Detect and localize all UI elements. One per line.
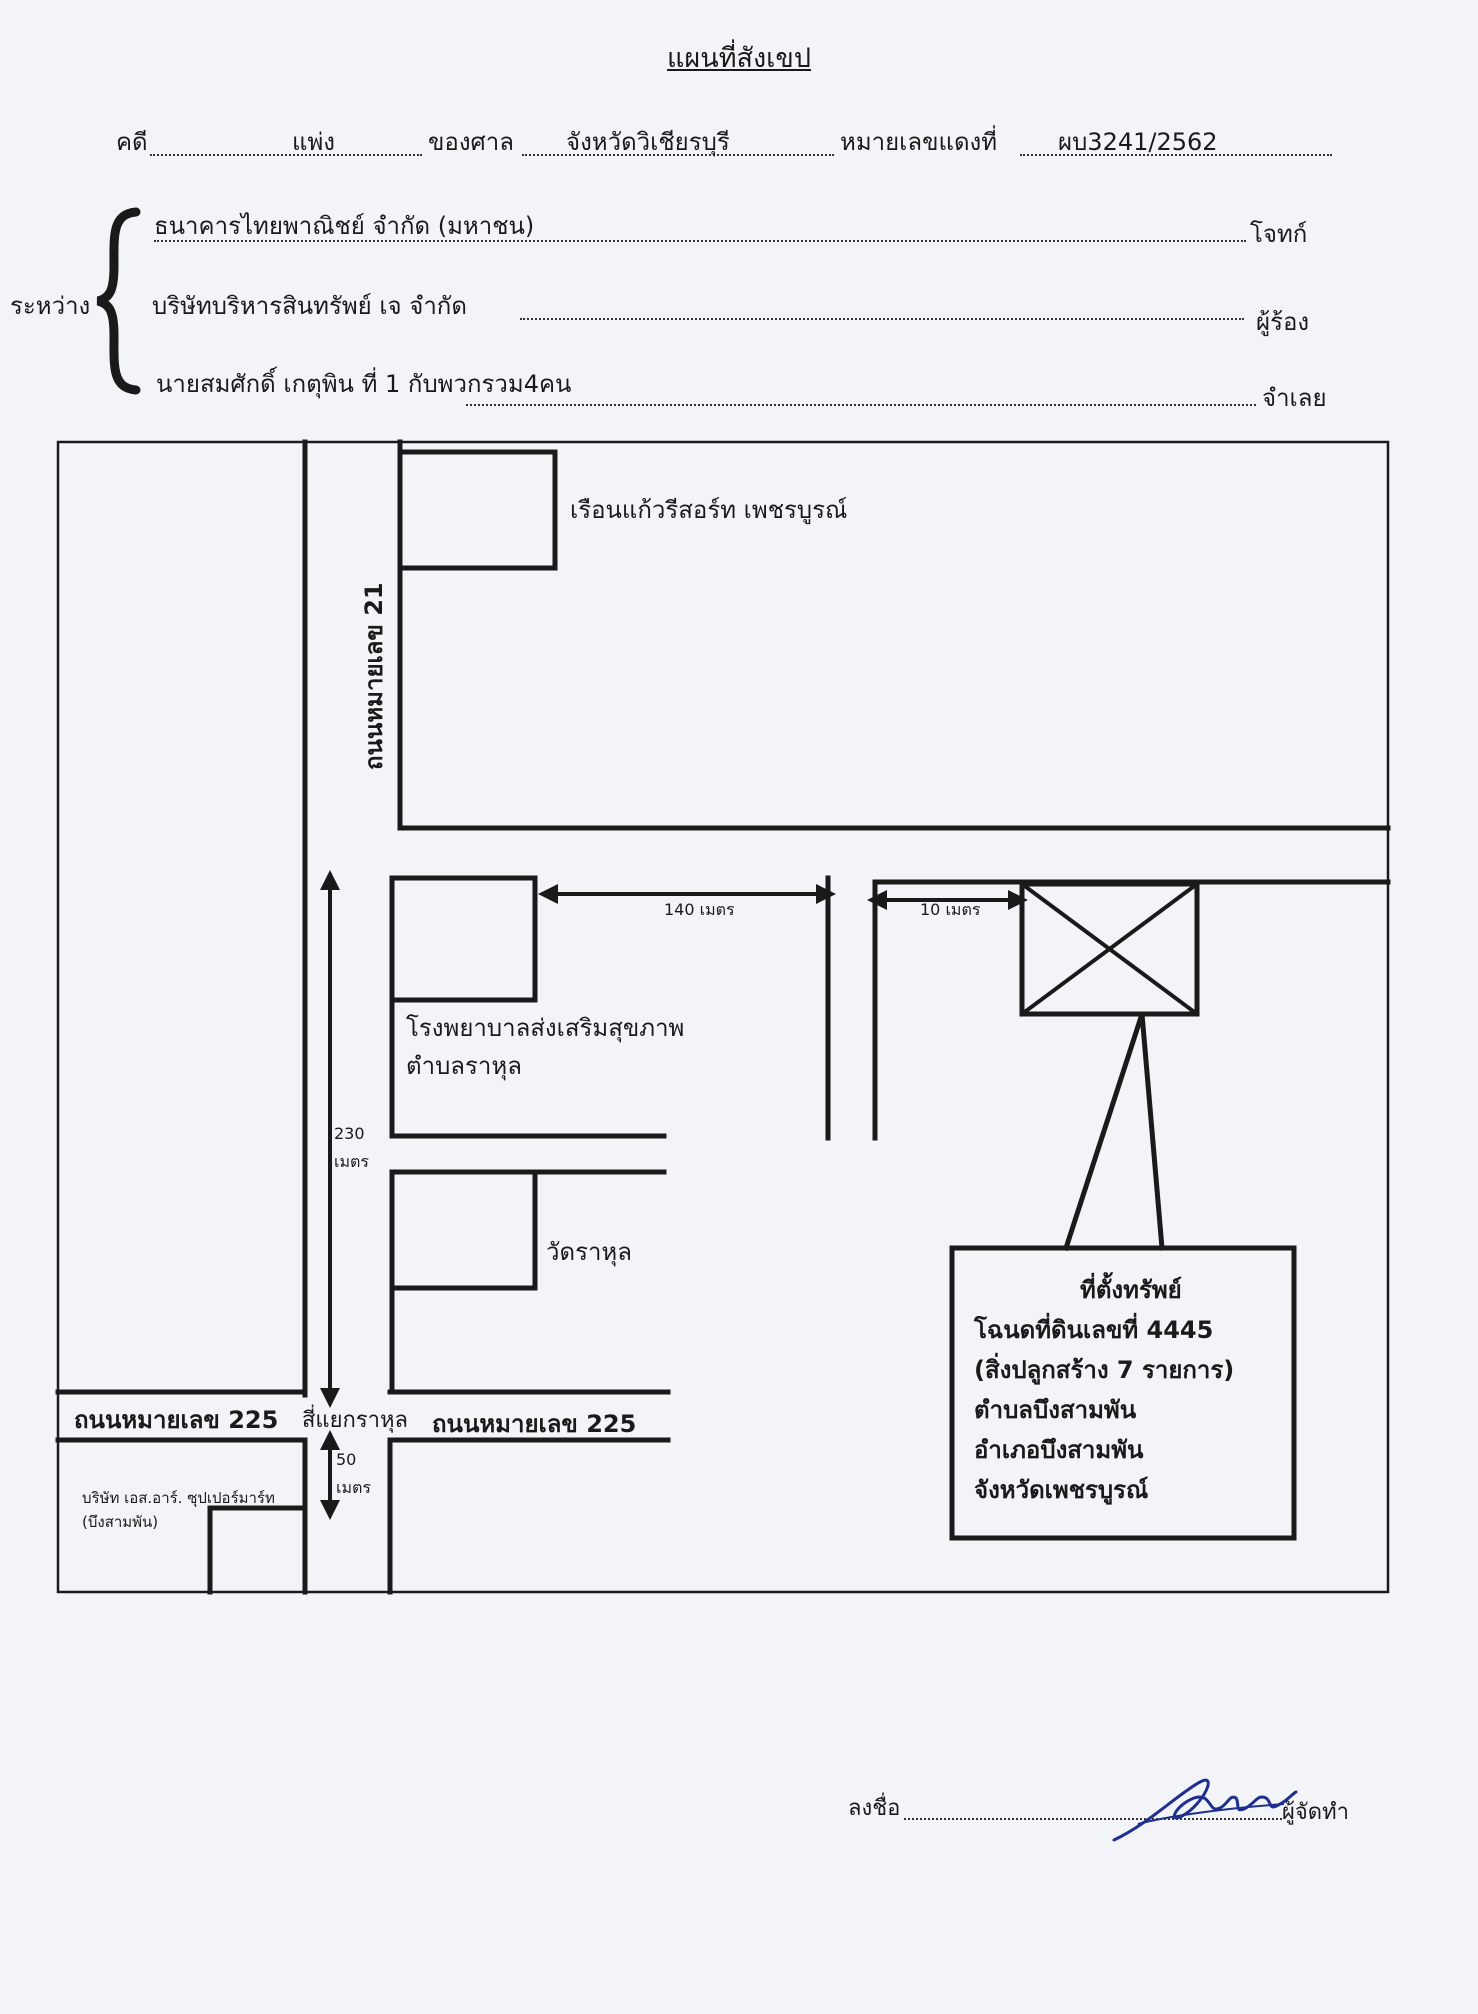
petitioner-role: ผู้ร้อง — [1256, 308, 1310, 336]
hospital-building — [389, 875, 538, 1003]
defendant-role: จำเลย — [1262, 384, 1327, 412]
resort-label: เรือนแก้วรีสอร์ท เพชรบูรณ์ — [570, 496, 848, 524]
plaintiff-role: โจทก์ — [1250, 220, 1308, 248]
temple-label: วัดราหุล — [546, 1238, 632, 1266]
road-21-label: ถนนหมายเลข 21 — [360, 582, 388, 770]
property-district: อำเภอบึงสามพัน — [974, 1436, 1144, 1464]
case-type: แพ่ง — [292, 128, 336, 156]
distance-10m: 10 เมตร — [920, 900, 981, 919]
property-callout-box — [949, 1245, 1297, 1541]
distance-50m-number: 50 — [336, 1450, 357, 1469]
property-province: จังหวัดเพชรบูรณ์ — [974, 1476, 1149, 1504]
distance-230m-number: 230 — [334, 1124, 365, 1143]
property-subdistrict: ตำบลบึงสามพัน — [974, 1396, 1137, 1424]
property-parcel — [1019, 881, 1200, 1017]
road-225-left-label: ถนนหมายเลข 225 — [74, 1406, 279, 1434]
supermarket-building — [207, 1505, 308, 1595]
defendant-name: นายสมศักดิ์ เกตุพิน ที่ 1 กับพวกรวม4คน — [156, 370, 572, 398]
parcel-cross-2 — [1019, 881, 1200, 1017]
resort-building — [397, 449, 558, 571]
court-label: ของศาล — [428, 128, 514, 156]
distance-140m: 140 เมตร — [664, 900, 735, 919]
handwritten-signature — [1112, 1778, 1298, 1842]
road-225-right-label: ถนนหมายเลข 225 — [432, 1410, 637, 1438]
between-label: ระหว่าง — [10, 292, 91, 320]
red-number: ผบ3241/2562 — [1058, 128, 1218, 156]
hospital-label-line1: โรงพยาบาลส่งเสริมสุขภาพ — [406, 1014, 685, 1042]
hospital-label-line2: ตำบลราหุล — [406, 1052, 522, 1080]
sign-label: ลงชื่อ — [848, 1796, 901, 1821]
property-buildings: (สิ่งปลูกสร้าง 7 รายการ) — [974, 1356, 1235, 1384]
temple-building — [389, 1169, 538, 1291]
supermarket-label-line2: (บึงสามพัน) — [82, 1513, 159, 1531]
court-name: จังหวัดวิเชียรบุรี — [566, 128, 730, 156]
distance-230m-unit: เมตร — [334, 1152, 369, 1171]
map-frame — [56, 440, 1390, 1594]
page-title: แผนที่สังเขป — [667, 43, 811, 74]
property-callout-text: ที่ตั้งทรัพย์ โฉนดที่ดินเลขที่ 4445 (สิ่… — [974, 1270, 1234, 1510]
callout-pointer — [1062, 1013, 1165, 1252]
case-label: คดี — [116, 128, 148, 156]
preparer-role: ผู้จัดทำ — [1282, 1800, 1349, 1825]
distance-50m-unit: เมตร — [336, 1478, 371, 1497]
plaintiff-name: ธนาคารไทยพาณิชย์ จำกัด (มหาชน) — [154, 212, 535, 240]
brace-icon — [96, 207, 141, 395]
junction-label: สี่แยกราหุล — [302, 1408, 408, 1433]
supermarket-label-line1: บริษัท เอส.อาร์. ซุปเปอร์มาร์ท — [82, 1489, 275, 1507]
red-number-label: หมายเลขแดงที่ — [840, 128, 998, 156]
property-title: ที่ตั้งทรัพย์ — [1080, 1276, 1182, 1304]
petitioner-name: บริษัทบริหารสินทรัพย์ เจ จำกัด — [152, 292, 467, 320]
property-deed: โฉนดที่ดินเลขที่ 4445 — [974, 1316, 1214, 1344]
